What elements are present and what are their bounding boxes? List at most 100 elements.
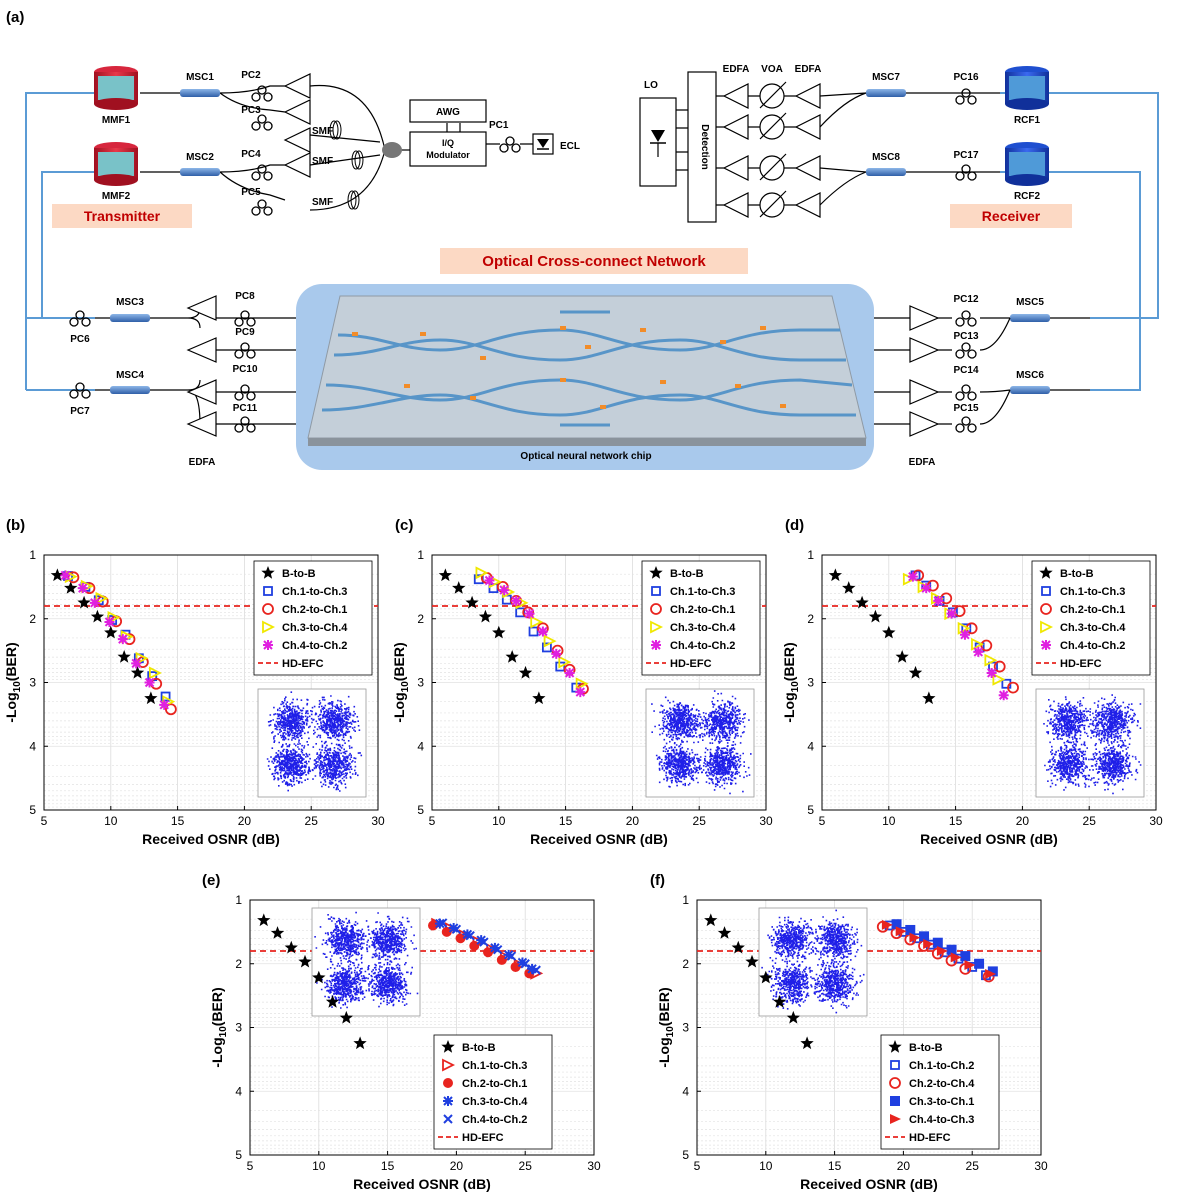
y-tick-label: 2 [807,612,814,626]
x-tick-label: 5 [247,1159,254,1173]
legend-marker [263,640,273,650]
data-point [517,957,528,968]
data-point [452,581,466,594]
legend-marker [262,603,274,615]
data-point [475,566,489,580]
pc2-label: PC2 [241,70,261,81]
constellation-points [761,909,865,1014]
rx-edfas [722,83,821,218]
rcf1-label: RCF1 [1014,115,1041,126]
mmf2-label: MMF2 [102,191,131,202]
data-point [451,924,462,935]
y-axis-label-prefix: -Log [656,1037,672,1067]
data-point [842,581,856,594]
legend-label: HD-EFC [282,658,324,670]
legend-marker [889,1077,901,1089]
msc7-label: MSC7 [872,72,900,83]
smf-label-2: SMF [312,156,333,167]
legend-marker [443,1078,453,1088]
y-axis-label-suffix: (BER) [781,642,797,681]
data-point [528,626,539,637]
data-point [90,609,105,623]
network-box [440,248,748,274]
msc4-label: MSC4 [116,370,144,381]
data-point [772,995,787,1008]
x-tick-label: 25 [519,1159,533,1173]
legend-label: Ch.4-to-Ch.2 [462,1114,527,1126]
rx-edfa-label-2: EDFA [795,64,822,75]
y-tick-label: 4 [417,739,424,753]
legend-label: B-to-B [1060,568,1094,580]
y-axis-label-prefix: -Log [781,692,797,722]
msc6-label: MSC6 [1016,370,1044,381]
legend-marker [443,1096,453,1106]
legend-marker [890,1096,900,1106]
msc3-label: MSC3 [116,297,144,308]
data-point [919,931,930,942]
data-point [437,918,448,928]
y-axis-label-suffix: (BER) [209,987,225,1026]
data-point [855,595,869,609]
data-point [522,606,535,619]
y-axis-label-sub: 10 [665,1026,676,1038]
smf-label-1: SMF [312,126,333,137]
data-point [532,691,546,705]
data-point [339,1010,353,1024]
data-point [984,653,998,667]
edfa-label-left: EDFA [189,457,216,468]
x-tick-label: 30 [371,814,385,828]
data-point [117,650,131,663]
legend-marker [1041,640,1051,650]
data-point [503,949,514,960]
x-axis-label: Received OSNR (dB) [920,831,1058,847]
data-point [932,937,943,948]
legend-label: Ch.3-to-Ch.4 [282,622,348,634]
legend-marker [890,1060,900,1070]
legend-label: Ch.4-to-Ch.2 [282,640,347,652]
data-point [998,690,1009,701]
legend-marker [890,1114,901,1124]
data-point [868,609,883,623]
y-axis-label-sub: 10 [790,681,801,693]
legend-label: Ch.2-to-Ch.1 [282,604,347,616]
series-ch-4-to-ch-3 [881,919,997,979]
modulator-label-1: I/Q [442,138,454,148]
y-tick-label: 4 [29,739,36,753]
x-tick-label: 30 [1149,814,1163,828]
msc1-label: MSC1 [186,72,214,83]
y-tick-label: 2 [417,612,424,626]
data-point [950,952,962,963]
pc14-label: PC14 [953,365,978,376]
data-point [537,626,548,637]
x-tick-label: 15 [381,1159,395,1173]
data-point [496,954,507,965]
x-axis-label: Received OSNR (dB) [800,1176,938,1192]
data-point [60,570,71,581]
data-point [745,954,759,968]
data-point [455,933,466,944]
x-tick-label: 20 [1016,814,1030,828]
data-point [717,926,732,939]
msc5-label: MSC5 [1016,297,1044,308]
legend-label: Ch.3-to-Ch.1 [909,1096,974,1108]
x-tick-label: 5 [694,1159,701,1173]
legend-label: HD-EFC [1060,658,1102,670]
series-b-to-b [257,913,367,1050]
msc8 [866,168,906,176]
data-point [325,995,340,1008]
y-tick-label: 5 [235,1148,242,1162]
y-tick-label: 1 [235,893,242,907]
legend-label: Ch.4-to-Ch.2 [670,640,735,652]
x-tick-label: 20 [626,814,640,828]
series-ch-4-to-ch-2 [437,918,541,975]
y-axis-label-prefix: -Log [3,692,19,722]
legend-label: Ch.2-to-Ch.1 [462,1078,527,1090]
y-axis-label-suffix: (BER) [391,642,407,681]
data-point [881,919,893,930]
rcf2-label: RCF2 [1014,191,1041,202]
legend-label: B-to-B [462,1042,496,1054]
x-tick-label: 15 [828,1159,842,1173]
pc13-label: PC13 [953,331,978,342]
data-point [946,944,957,955]
iq-modulator-box [409,131,487,167]
